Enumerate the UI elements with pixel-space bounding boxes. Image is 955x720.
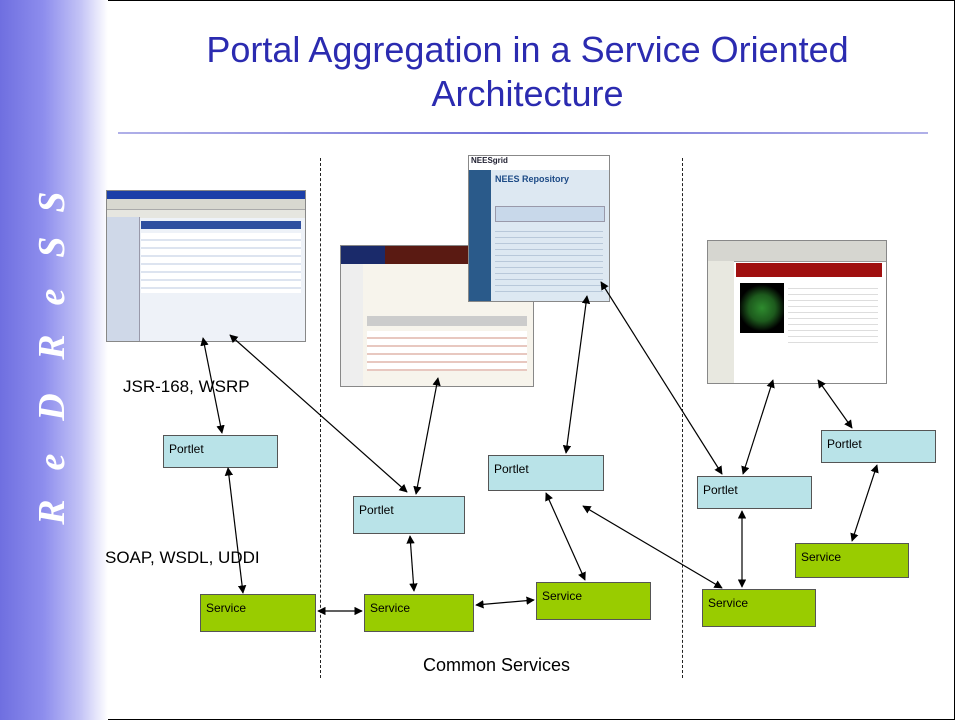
title-line-2: Architecture	[431, 73, 624, 114]
soap-wsdl-uddi-label: SOAP, WSDL, UDDI	[105, 548, 260, 567]
portal-screenshot-1	[106, 190, 306, 342]
common-services-label: Common Services	[423, 655, 571, 675]
service-box: Service	[795, 543, 909, 578]
service-box: Service	[364, 594, 474, 632]
arrow	[545, 492, 586, 581]
sidebar-gradient: S S e R D e R	[0, 0, 108, 720]
arrow	[224, 467, 247, 594]
arrow	[817, 379, 853, 429]
slide-title: Portal Aggregation in a Service Oriented…	[120, 28, 935, 116]
title-underline	[118, 132, 928, 134]
arrow	[741, 379, 775, 475]
arrow	[600, 281, 723, 475]
portlet-box: Portlet	[697, 476, 812, 509]
portlet-box: Portlet	[821, 430, 936, 463]
portlet-box: Portlet	[353, 496, 465, 534]
arrow	[475, 596, 535, 609]
arrow	[562, 295, 591, 454]
service-box: Service	[702, 589, 816, 627]
arrow	[229, 334, 408, 493]
nees-repository-screenshot: NEESgrid NEES Repository	[468, 155, 610, 302]
arrow	[850, 464, 879, 542]
arrow	[413, 377, 441, 495]
arrow	[582, 505, 723, 589]
nees-logo: NEESgrid	[469, 156, 609, 170]
title-line-1: Portal Aggregation in a Service Oriented	[206, 29, 849, 70]
arrow	[200, 337, 225, 434]
service-box: Service	[200, 594, 316, 632]
portlet-box: Portlet	[488, 455, 604, 491]
portal-screenshot-4	[707, 240, 887, 384]
nees-title: NEES Repository	[495, 174, 570, 184]
arrow	[406, 535, 418, 592]
